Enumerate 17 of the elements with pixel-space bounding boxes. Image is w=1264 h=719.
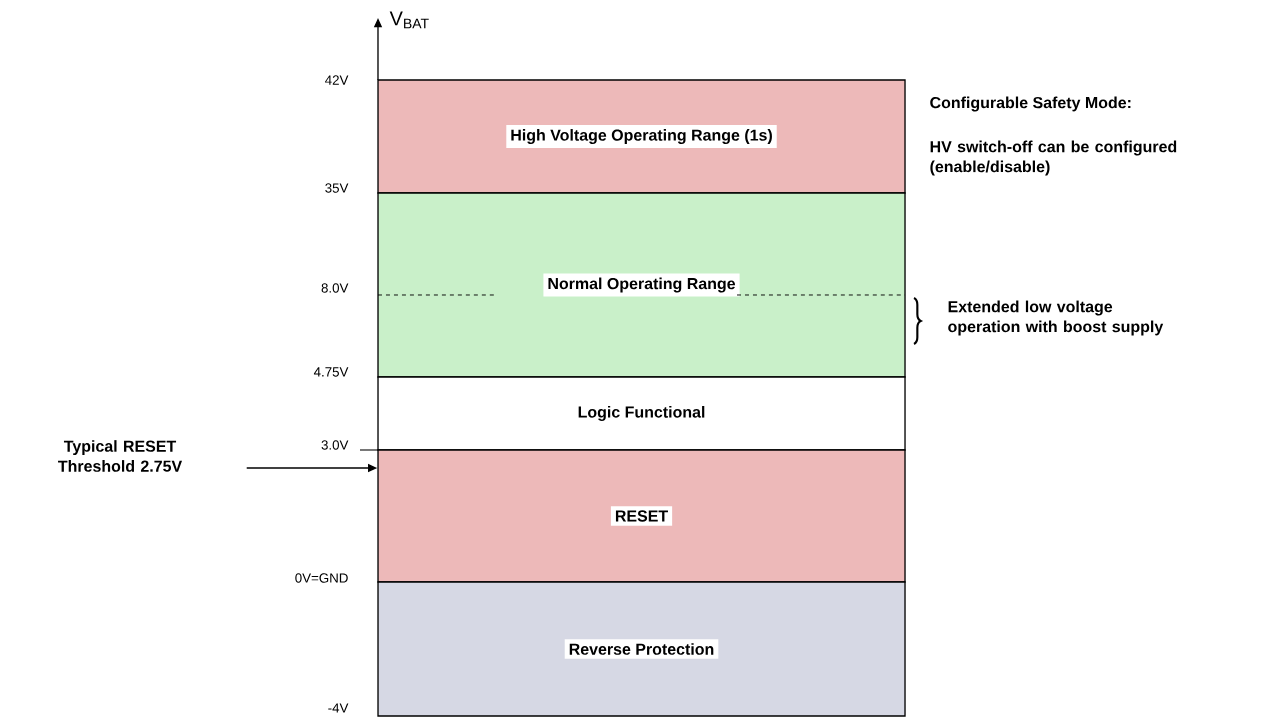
range-band: Reverse Protection bbox=[377, 581, 906, 717]
note-text: Extended low voltage operation with boost supply bbox=[948, 300, 1164, 336]
tick-label: 8.0V bbox=[321, 283, 349, 293]
range-band: Logic Functional bbox=[377, 376, 906, 451]
range-band: High Voltage Operating Range (1s) bbox=[377, 79, 906, 194]
range-band: Normal Operating Range bbox=[377, 192, 906, 378]
tick-label: -4V bbox=[328, 703, 349, 713]
tick-label: 35V bbox=[325, 183, 349, 193]
tick-label: 42V bbox=[325, 75, 349, 85]
range-band: RESET bbox=[377, 449, 906, 583]
note-heading: Configurable Safety Mode: bbox=[930, 96, 1131, 112]
tick-label: 3.0V bbox=[321, 440, 349, 450]
axis-label: V$_{BAT}$ bbox=[389, 11, 429, 29]
tick-label: 0V=GND bbox=[295, 573, 348, 583]
tick-label: 4.75V bbox=[313, 367, 349, 377]
note-text: HV switch-off can be configured (enable/disable) bbox=[930, 140, 1177, 176]
threshold-text: Typical RESET Threshold 2.75V bbox=[58, 440, 183, 472]
